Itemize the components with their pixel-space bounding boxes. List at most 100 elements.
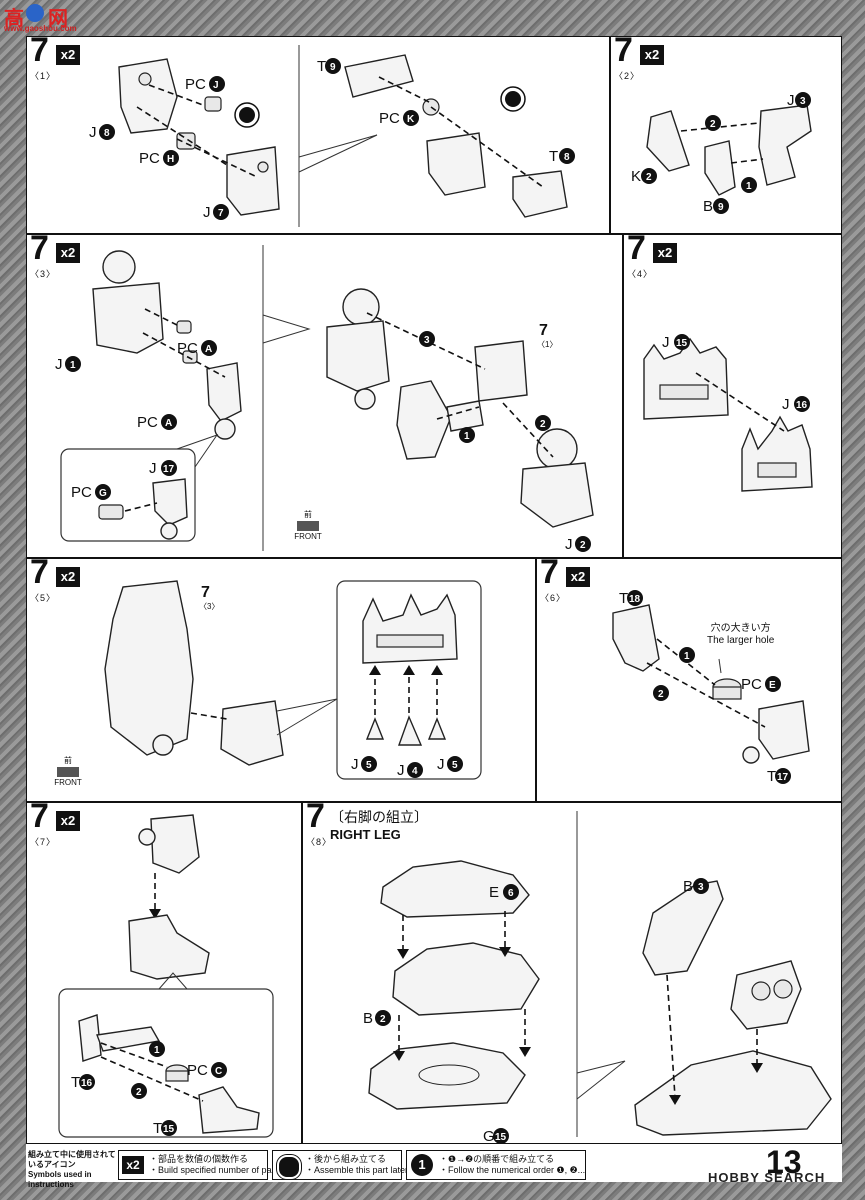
- multiplier-badge: x2: [640, 45, 664, 65]
- step-badge: 7 x2 〈6〉: [540, 559, 592, 607]
- part-knee-upper: [150, 814, 200, 874]
- order-1: 1: [746, 181, 752, 192]
- label-pc-j-code: J: [213, 80, 219, 91]
- label-j2-code: 2: [580, 540, 586, 551]
- part-g15: [368, 1042, 526, 1110]
- label-pc-k: PC: [379, 110, 400, 127]
- guide-line-1: [144, 308, 178, 326]
- guide-line-1: [190, 712, 228, 720]
- step-7-3-diagram: 3 1 2 7 〈1〉 J 1 PC A PC A J 17 PC G J 2: [55, 245, 594, 553]
- part-j5-right: [427, 717, 447, 740]
- step-substep: 〈5〉: [30, 593, 57, 603]
- part-j-joint: [206, 362, 242, 422]
- guide-line-1: [695, 372, 785, 432]
- legend-order: 1 ・❶→❷の順番で組み立てる ・Follow the numerical or…: [406, 1150, 586, 1180]
- part-leg-ball: [152, 734, 174, 756]
- step-number: 7: [306, 802, 325, 835]
- label-b2: B: [363, 1010, 373, 1027]
- label-j1-code: 1: [70, 360, 76, 371]
- legend-title: 組み立て中に使用されているアイコン Symbols used in instru…: [28, 1150, 116, 1190]
- part-assembly-disc: [342, 288, 380, 326]
- part-j16: [741, 415, 813, 492]
- guide-line-2: [142, 332, 226, 378]
- step-7-8-diagram: E 6 B 2 G 15 B 3: [363, 811, 832, 1143]
- multiplier-badge: x2: [56, 811, 80, 831]
- part-hip-bar: [376, 634, 444, 648]
- label-pc-a-1: PC: [177, 340, 198, 357]
- label-pc-g-code: G: [99, 488, 107, 499]
- step-badge: 7 〈8〉 〔右脚の組立〕 RIGHT LEG: [306, 802, 506, 851]
- part-j7: [226, 146, 280, 216]
- footer-legend: 組み立て中に使用されているアイコン Symbols used in instru…: [26, 1144, 842, 1189]
- order-2: 2: [658, 689, 664, 700]
- part-side-armor: [396, 380, 452, 460]
- label-j7-code: 7: [218, 208, 224, 219]
- label-j5-left: J: [351, 756, 359, 773]
- part-assembly-ball: [354, 388, 376, 410]
- part-t17: [758, 700, 810, 760]
- part-t17-ball: [742, 746, 760, 764]
- legend-order-en: ・Follow the numerical order ❶, ❷...: [439, 1165, 586, 1176]
- part-connector: [446, 400, 484, 432]
- panel-step-7-6: 7 x2 〈6〉 1 2 T 18 PC E T 17 穴の大きい方 The l…: [536, 558, 842, 802]
- part-j8: [118, 58, 178, 134]
- label-t17: T: [767, 768, 776, 785]
- label-pc-a-1-code: A: [205, 344, 212, 355]
- guide-line-b3: [666, 974, 676, 1098]
- step-title-en: RIGHT LEG: [330, 827, 401, 842]
- label-j5-left-code: 5: [366, 760, 372, 771]
- part-body-block: [426, 132, 486, 196]
- label-j16: J: [782, 396, 790, 413]
- guide-line-2: [136, 106, 228, 166]
- order-1: 1: [464, 431, 470, 442]
- label-j4-code: 4: [412, 766, 418, 777]
- step-substep: 〈3〉: [30, 269, 57, 279]
- part-b9: [704, 140, 736, 196]
- part-t18: [612, 604, 660, 672]
- guide-line-3: [176, 138, 258, 178]
- part-j17: [152, 478, 188, 526]
- label-j16-code: 16: [796, 400, 808, 411]
- step-7-4-diagram: J 15 J 16: [643, 334, 813, 492]
- order-2: 2: [136, 1087, 142, 1098]
- label-j3: J: [787, 92, 795, 109]
- panel-step-7-1: 7 x2 〈1〉: [26, 36, 610, 234]
- label-pc-c-code: C: [215, 1066, 222, 1077]
- part-j1: [92, 282, 164, 354]
- step-badge: 7 x2 〈4〉: [627, 235, 679, 283]
- part-ref-7-1-block: [474, 340, 528, 402]
- part-t8: [512, 170, 568, 218]
- callout-line: [262, 314, 311, 344]
- guide-line-b9: [730, 158, 764, 164]
- part-j15-bar: [659, 384, 709, 400]
- label-pc-j: PC: [185, 76, 206, 93]
- note-leader: [718, 658, 722, 674]
- guide-line-1: [100, 1042, 168, 1068]
- label-j17-code: 17: [163, 464, 175, 475]
- label-e6-code: 6: [508, 888, 514, 899]
- part-b3: [642, 880, 724, 976]
- label-pc-a-2: PC: [137, 414, 158, 431]
- part-pc-c-body: [165, 1070, 189, 1082]
- label-b2-code: 2: [380, 1014, 386, 1025]
- label-pc-e-code: E: [769, 680, 776, 691]
- label-t17-code: 17: [777, 772, 789, 783]
- legend-title-jp: 組み立て中に使用されているアイコン: [28, 1150, 116, 1169]
- label-b3-code: 3: [698, 882, 704, 893]
- multiplier-badge: x2: [56, 45, 80, 65]
- step-7-5-diagram: 7 〈3〉 J 5 J 4 J 5: [104, 580, 482, 780]
- label-t15: T: [153, 1120, 162, 1137]
- label-pc-a-2-code: A: [165, 418, 172, 429]
- part-t16: [78, 1014, 102, 1062]
- label-b3: B: [683, 878, 693, 895]
- label-pc-h-code: H: [167, 154, 174, 165]
- panel-step-7-5: 7 x2 〈5〉 7 〈3〉 J 5: [26, 558, 536, 802]
- hole-note-en: The larger hole: [707, 635, 775, 646]
- label-t18: T: [619, 590, 628, 607]
- order-1: 1: [154, 1045, 160, 1056]
- legend-title-en: Symbols used in instructions: [28, 1170, 92, 1189]
- callout-line: [576, 1060, 626, 1100]
- label-j17: J: [149, 460, 157, 477]
- step-badge: 7 x2 〈1〉: [30, 37, 82, 85]
- order-icon: 1: [411, 1154, 433, 1176]
